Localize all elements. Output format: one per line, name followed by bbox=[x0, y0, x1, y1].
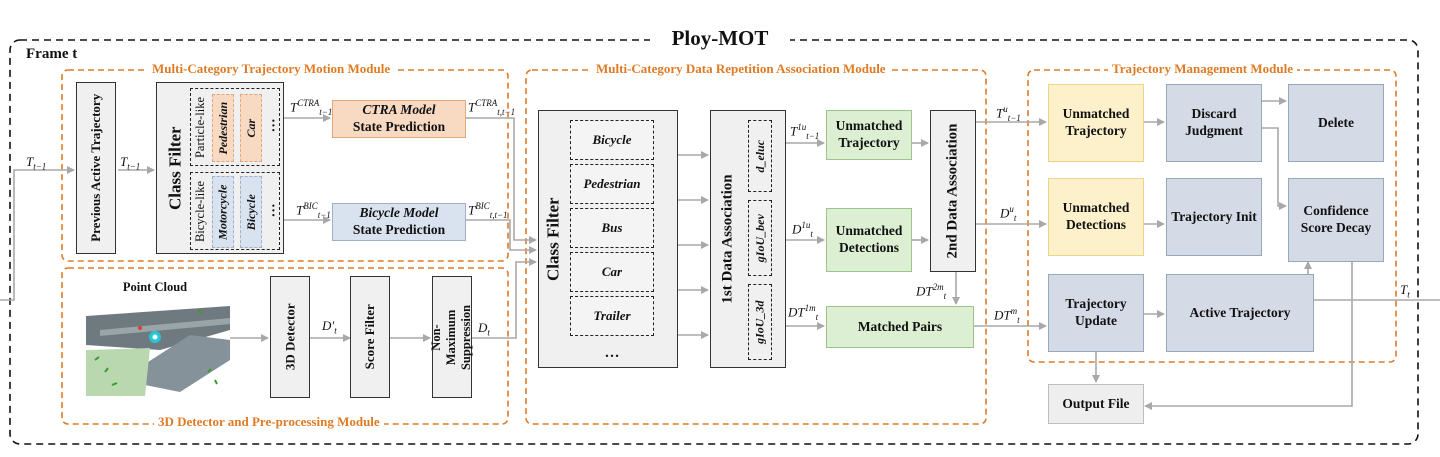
previous-active-trajectory-box: Previous Active Trajectory bbox=[76, 82, 116, 254]
particle-ellipsis: … bbox=[263, 117, 279, 132]
delete-box: Delete bbox=[1288, 84, 1384, 162]
bicycle-like-label: Bicycle-like bbox=[193, 180, 208, 242]
label-dt-m: DTmt bbox=[994, 306, 1020, 325]
car-chip: Car bbox=[240, 94, 262, 162]
particle-like-group bbox=[190, 88, 280, 166]
class-item-bus: Bus bbox=[570, 208, 654, 248]
mgmt-unmatched-detections-box: Unmatched Detections bbox=[1048, 178, 1144, 256]
label-dt: Dt bbox=[478, 320, 490, 338]
class-item-pedestrian: Pedestrian bbox=[570, 164, 654, 204]
frame-label: Frame t bbox=[26, 46, 78, 62]
label-dt-2m: DT2mt bbox=[916, 282, 947, 301]
particle-like-label: Particle-like bbox=[193, 96, 208, 158]
score-filter-box: Score Filter bbox=[350, 276, 390, 398]
trajectory-init-box: Trajectory Init bbox=[1166, 178, 1262, 256]
label-t-u: Tut−1 bbox=[996, 104, 1021, 123]
outer-frame bbox=[9, 39, 1419, 445]
metric-giou-3d: gIoU_3d bbox=[748, 284, 772, 360]
motion-module-border bbox=[61, 69, 509, 262]
metric-d-eluc: d_eluc bbox=[748, 120, 772, 192]
label-dt-prime: D′t bbox=[322, 318, 337, 336]
association-module-title: Multi-Category Data Repetition Associati… bbox=[592, 61, 890, 77]
arrow-conf-output bbox=[1144, 262, 1353, 410]
bicycle-chip: Bicycle bbox=[240, 176, 262, 248]
unmatched-detections-box: Unmatched Detections bbox=[826, 208, 912, 272]
motion-module-title: Multi-Category Trajectory Motion Module bbox=[148, 61, 395, 77]
label-ctra-out: TCTRAt,t−1 bbox=[468, 98, 516, 117]
point-cloud-image bbox=[86, 298, 230, 396]
active-trajectory-box: Active Trajectory bbox=[1166, 274, 1314, 352]
motorcycle-chip: Motorcycle bbox=[212, 176, 234, 248]
second-association-box: 2nd Data Association bbox=[930, 110, 976, 272]
label-t-minus-1-in: Tt−1 bbox=[26, 154, 47, 172]
arrow-bicycle-out bbox=[466, 219, 537, 254]
diagram-title: Ploy-MOT bbox=[650, 26, 790, 51]
trajectory-update-box: Trajectory Update bbox=[1048, 274, 1144, 352]
point-cloud-label: Point Cloud bbox=[122, 280, 188, 295]
detector-module-title: 3D Detector and Pre-processing Module bbox=[154, 414, 384, 430]
arrow-nms-out bbox=[472, 258, 537, 339]
label-t-1u: T1ut−1 bbox=[790, 122, 820, 141]
3d-detector-box: 3D Detector bbox=[270, 276, 310, 398]
class-item-trailer: Trailer bbox=[570, 296, 654, 336]
management-module-border bbox=[1027, 69, 1397, 363]
nms-box: Non-Maximum Suppression bbox=[430, 276, 474, 398]
arrow-input bbox=[0, 166, 75, 301]
arrow-discard-conf bbox=[1262, 127, 1287, 210]
class-ellipsis: … bbox=[604, 344, 620, 361]
arrow-ctra-out bbox=[466, 117, 537, 244]
output-file-box: Output File bbox=[1048, 384, 1144, 424]
unmatched-trajectory-box: Unmatched Trajectory bbox=[826, 110, 912, 160]
management-module-title: Trajectory Management Module bbox=[1108, 61, 1297, 77]
label-t-minus-1-prev: Tt−1 bbox=[120, 154, 141, 172]
label-bic-out: TBICt,t−1 bbox=[468, 201, 508, 220]
label-dt-1m: DT1mt bbox=[788, 303, 819, 322]
matched-pairs-box: Matched Pairs bbox=[826, 306, 974, 348]
bicycle-ellipsis: … bbox=[263, 202, 279, 217]
label-bic-in: TBICt−1 bbox=[296, 201, 331, 220]
label-d-1u: D1ut bbox=[792, 220, 813, 239]
label-t-out: Tt bbox=[1400, 282, 1410, 300]
discard-judgment-box: Discard Judgment bbox=[1166, 84, 1262, 162]
label-ctra-in: TCTRAt−1 bbox=[290, 98, 333, 117]
mgmt-unmatched-trajectory-box: Unmatched Trajectory bbox=[1048, 84, 1144, 162]
metric-giou-bev: gIoU_bev bbox=[748, 200, 772, 276]
confidence-score-decay-box: Confidence Score Decay bbox=[1288, 178, 1384, 262]
pedestrian-chip: Pedestrian bbox=[212, 94, 234, 162]
class-item-bicycle: Bicycle bbox=[570, 120, 654, 160]
bicycle-like-group bbox=[190, 172, 280, 250]
class-item-car: Car bbox=[570, 252, 654, 292]
label-d-u: Dut bbox=[1000, 204, 1017, 223]
